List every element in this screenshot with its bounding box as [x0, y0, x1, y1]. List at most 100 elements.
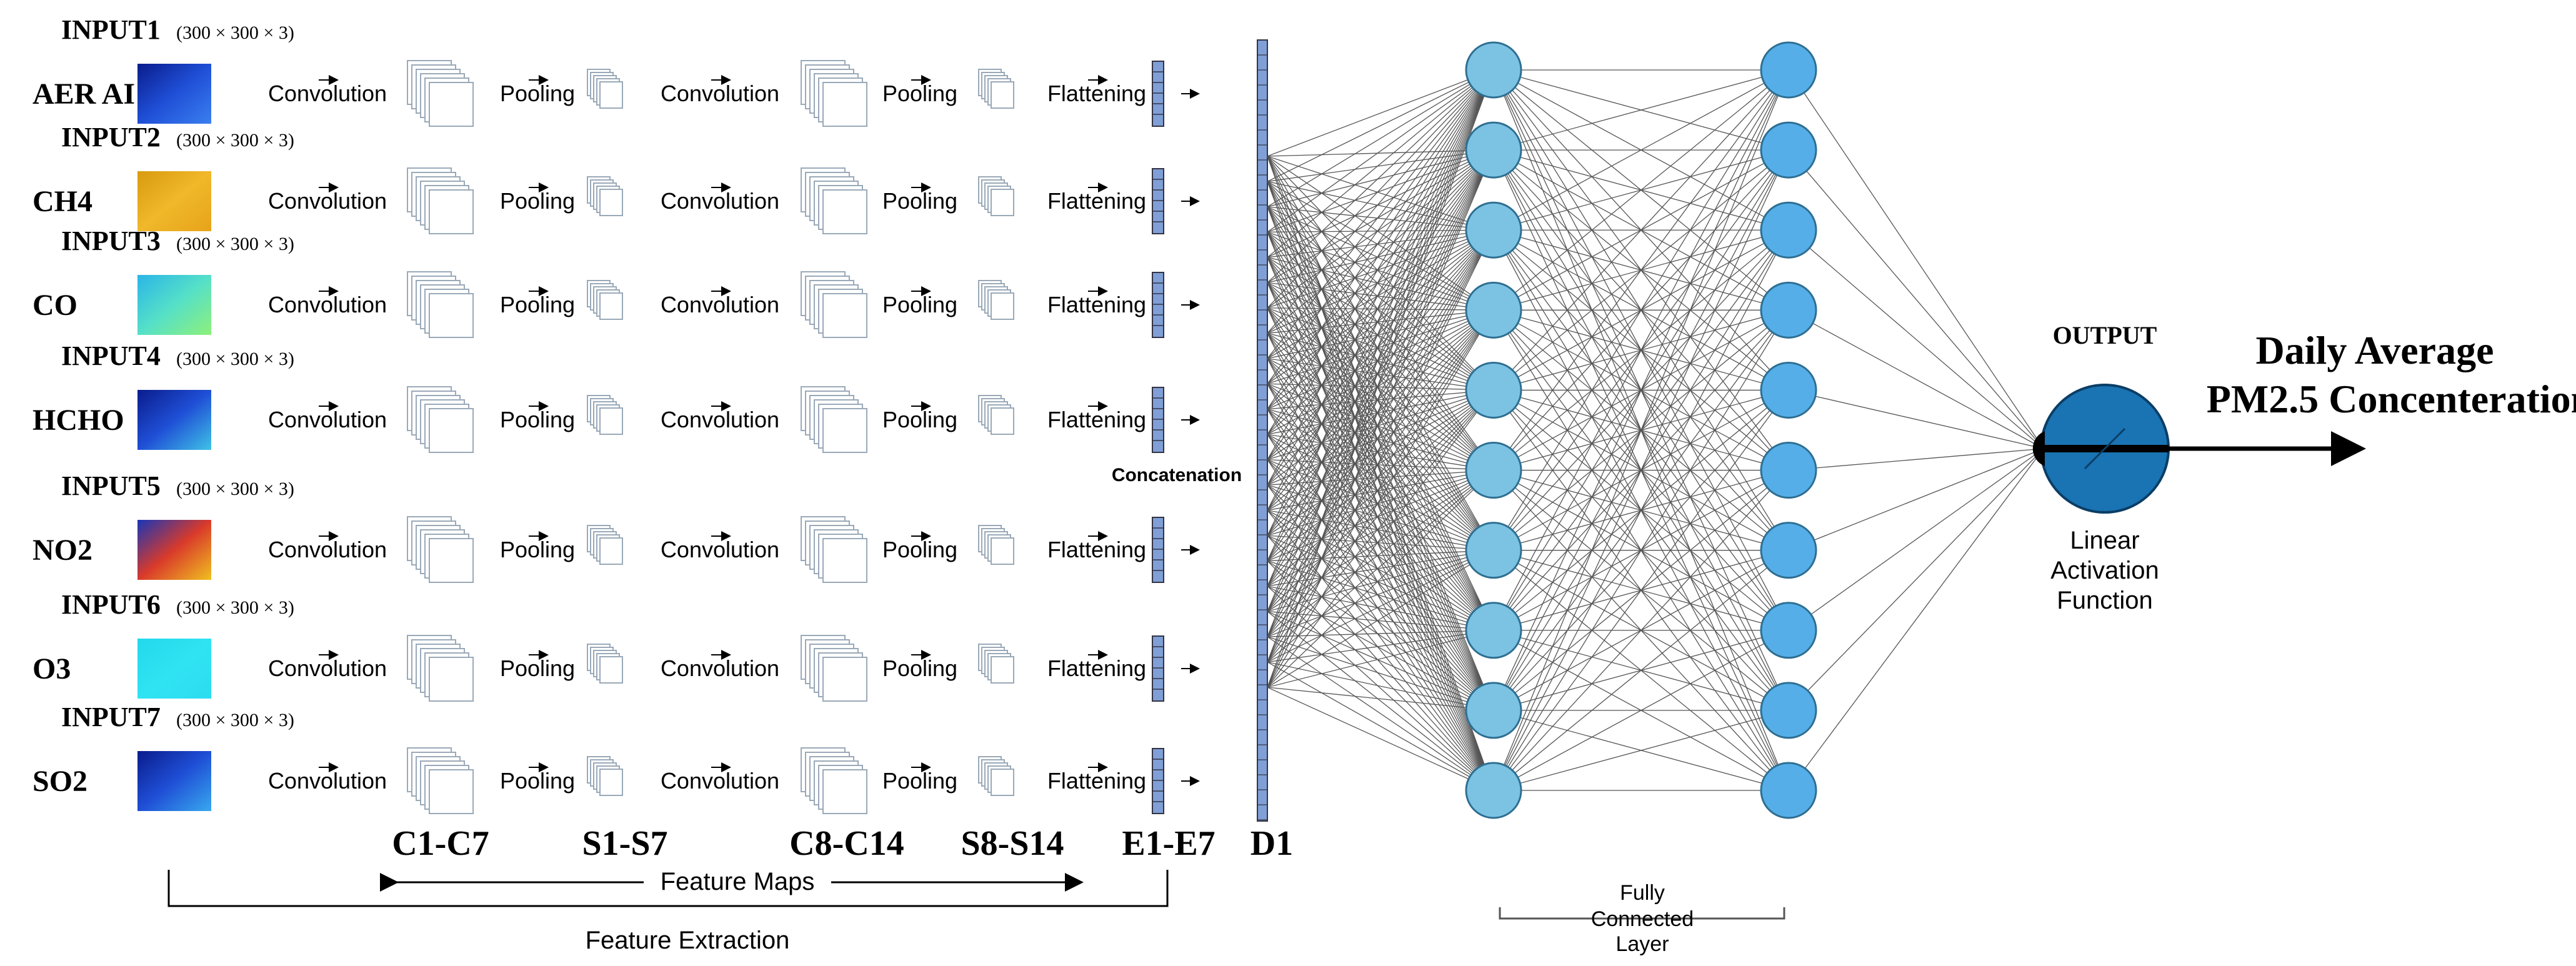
fc-edge	[1493, 69, 1789, 551]
pooling-label: Pooling	[500, 655, 575, 681]
fc-edge	[1267, 389, 1494, 612]
fc-edge	[1267, 69, 1494, 359]
fc-edge	[1267, 383, 1494, 551]
concatenation-layer-d1	[1257, 39, 1268, 822]
input-name: O3	[32, 652, 71, 685]
input-dims: (300 × 300 × 3)	[176, 710, 294, 730]
fc-edge	[1267, 149, 1494, 587]
feature-map-card	[599, 407, 623, 435]
fc-edge	[1267, 69, 1494, 461]
input-title: INPUT4	[61, 341, 161, 371]
fc-edge	[1493, 69, 1789, 311]
output-target-line2: PM2.5 Concenteration	[2207, 377, 2576, 421]
fc-edge	[1267, 550, 1494, 637]
fc-edge	[1493, 229, 1789, 791]
fc-edge	[1267, 69, 1494, 688]
fc-edge	[1267, 550, 1494, 562]
input-name: AER AI	[32, 77, 135, 111]
fc-edge	[1267, 181, 1494, 391]
feature-map-card	[599, 189, 623, 216]
fully-connected-edges	[1267, 69, 2044, 791]
hidden-node-layer2	[1760, 201, 1817, 259]
fc-edge	[1267, 383, 1494, 711]
pool-feature-maps	[978, 395, 1014, 435]
fc-edge	[1267, 229, 1494, 309]
fc-edge	[1267, 470, 1494, 688]
pooling-label: Pooling	[882, 292, 957, 317]
flatten-vector	[1152, 748, 1164, 814]
input-name: SO2	[32, 765, 87, 798]
conv-feature-maps	[801, 516, 867, 583]
pool-feature-maps	[587, 176, 623, 216]
fc-edge	[1267, 309, 1494, 410]
input-title: INPUT2	[61, 122, 161, 152]
fc-edge	[1788, 389, 2044, 449]
fc-edge	[1267, 585, 1494, 711]
fc-edge	[1267, 358, 1494, 551]
input-title: INPUT3	[61, 226, 161, 256]
fc-edge	[1267, 332, 1494, 551]
fc-edge	[1267, 434, 1494, 711]
fully-connected-bracket: Fully Connected Layer	[1499, 881, 1785, 956]
fc-edge	[1267, 156, 1494, 391]
fc-edge	[1267, 459, 1494, 551]
fc-edge	[1267, 307, 1494, 471]
fc-edge	[1267, 232, 1494, 791]
fully-connected-label-line1: Fully	[1620, 881, 1665, 905]
conv-feature-maps	[801, 386, 867, 453]
fc-edge	[1267, 149, 1494, 485]
fc-edge	[1493, 309, 1789, 791]
input-thumbnail	[137, 275, 211, 335]
fc-edge	[1267, 661, 1494, 711]
flatten-vector-bar	[1152, 748, 1164, 814]
fc-edge	[1267, 282, 1494, 551]
stage-label-s8-s14: S8-S14	[961, 824, 1064, 863]
fc-edge	[1493, 69, 1789, 151]
fc-edge	[1267, 149, 1494, 435]
fc-edge	[1267, 409, 1494, 551]
fc-edge	[1493, 470, 1789, 791]
fc-edge	[1267, 389, 1494, 435]
fc-edge	[1267, 332, 1494, 631]
convolution-label: Convolution	[661, 655, 779, 681]
fc-edge	[1267, 510, 1494, 711]
fc-edge	[1267, 149, 1494, 283]
conv-feature-maps	[407, 167, 474, 234]
fc-edge	[1267, 332, 1494, 711]
feature-map-card	[599, 769, 623, 796]
fc-edge	[1267, 469, 1494, 587]
feature-map-card	[822, 538, 867, 583]
stage-labels: C1-C7 S1-S7 C8-C14 S8-S14 E1-E7 D1	[392, 824, 1293, 863]
hidden-node-layer2	[1760, 41, 1817, 99]
fc-edge	[1267, 550, 1494, 663]
feature-map-card	[429, 538, 474, 583]
input-dims: (300 × 300 × 3)	[176, 234, 294, 254]
flattening-label: Flattening	[1047, 292, 1146, 317]
fc-edge	[1267, 231, 1494, 471]
fc-edge	[1267, 687, 1494, 791]
fc-edge	[1267, 69, 1494, 334]
fc-edge	[1267, 332, 1494, 471]
fc-edge	[1267, 309, 1494, 461]
flatten-vector-bar	[1152, 387, 1164, 453]
feature-map-card	[991, 407, 1014, 435]
fc-edge	[1267, 229, 1494, 561]
convolution-label: Convolution	[268, 768, 387, 794]
fc-edge	[1267, 383, 1494, 471]
fully-connected-label-line2: Connected	[1591, 907, 1694, 931]
fc-edge	[1267, 560, 1494, 711]
fc-edge	[1267, 309, 1494, 688]
flatten-vector-bar	[1152, 168, 1164, 234]
input-thumbnail	[137, 64, 211, 124]
fc-edge	[1788, 448, 2044, 551]
fc-edge	[1267, 309, 1494, 485]
fc-edge	[1267, 510, 1494, 551]
fc-edge	[1267, 69, 1494, 536]
input-dims: (300 × 300 × 3)	[176, 22, 294, 43]
fc-edge	[1267, 535, 1494, 631]
fc-edge	[1267, 630, 1494, 663]
output-title: OUTPUT	[2053, 321, 2157, 349]
